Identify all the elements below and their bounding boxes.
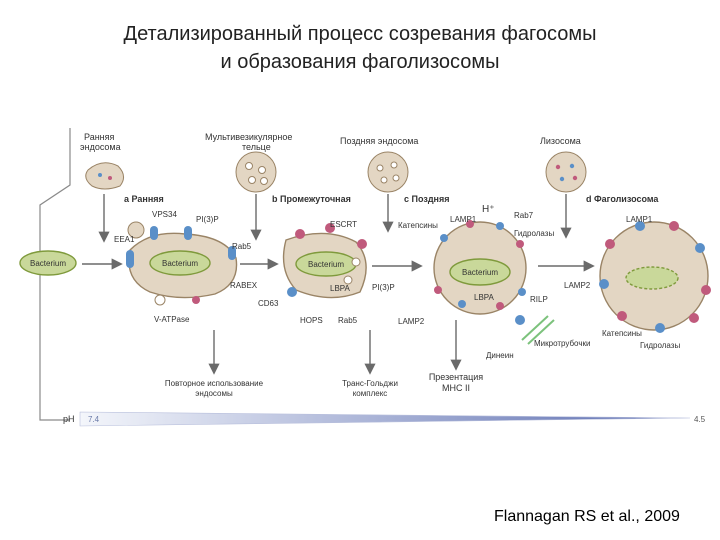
label-late-endosome: Поздняя эндосома — [340, 136, 418, 146]
stage-phagolysosome: d Фаголизосома — [586, 194, 659, 204]
label-pi3p-a: PI(3)P — [196, 215, 219, 224]
lysosome-vesicle — [545, 151, 587, 193]
slide-title-line-2: и образования фаголизосомы — [220, 51, 500, 73]
label-rab7: Rab7 — [514, 211, 534, 220]
label-lamp1-d: LAMP1 — [626, 215, 653, 224]
figure-frame — [39, 128, 71, 421]
ph-label: pH — [63, 414, 75, 424]
label-rilp: RILP — [530, 295, 548, 304]
free-bacterium-label: Bacterium — [30, 259, 66, 268]
stage-intermediate: b Промежуточная — [272, 194, 351, 204]
label-trans-golgi-1: Транс-Гольджи — [342, 379, 398, 388]
phagolysosome — [599, 221, 711, 333]
slide-title-line-1: Детализированный процесс созревания фаго… — [123, 23, 597, 45]
ph-start-value: 7.4 — [88, 415, 100, 424]
late-phagosome: Bacterium — [433, 220, 527, 325]
label-eea1: EEA1 — [114, 235, 135, 244]
label-presentation-2: MHC II — [442, 383, 470, 393]
label-hydrolases-d: Гидролазы — [640, 341, 680, 350]
label-lbpa-c: LBPA — [474, 293, 495, 302]
label-hops: HOPS — [300, 316, 323, 325]
label-early-endosome-2: эндосома — [80, 142, 121, 152]
label-dynein: Динеин — [486, 351, 514, 360]
label-presentation-1: Презентация — [429, 372, 483, 382]
free-bacterium: Bacterium — [19, 250, 77, 276]
label-mvb-2: тельце — [242, 142, 271, 152]
label-rabex: RABEX — [230, 281, 258, 290]
label-microtubules: Микротрубочки — [534, 339, 590, 348]
label-trans-golgi-2: комплекс — [353, 389, 388, 398]
label-rab5-a: Rab5 — [232, 242, 252, 251]
ph-end-value: 4.5 — [694, 415, 706, 424]
microtubule-1 — [521, 315, 549, 341]
early-phagosome: Bacterium — [126, 221, 238, 306]
label-vatpase: V-ATPase — [154, 315, 190, 324]
late-bacterium-label: Bacterium — [462, 268, 498, 277]
ph-gradient-bar — [79, 411, 691, 427]
slide-title: Детализированный процесс созревания фаго… — [0, 20, 720, 76]
label-early-endosome-1: Ранняя — [84, 132, 115, 142]
microtubule-2 — [527, 319, 555, 345]
label-vps34: VPS34 — [152, 210, 177, 219]
label-lamp2-d: LAMP2 — [564, 281, 591, 290]
label-lysosome: Лизосома — [540, 136, 581, 146]
label-pi3p-b: PI(3)P — [372, 283, 395, 292]
multivesicular-body — [235, 151, 277, 193]
citation: Flannagan RS et al., 2009 — [494, 508, 680, 525]
label-recycling-1: Повторное использование — [165, 379, 264, 388]
label-cathepsins-c: Катепсины — [398, 221, 438, 230]
stage-late: c Поздняя — [404, 194, 449, 204]
label-rab5-b: Rab5 — [338, 316, 358, 325]
label-lamp2-c: LAMP2 — [398, 317, 425, 326]
label-recycling-2: эндосомы — [195, 389, 233, 398]
label-mvb-1: Мультивезикулярное — [205, 132, 292, 142]
early-bacterium-label: Bacterium — [162, 259, 198, 268]
label-h-plus: H⁺ — [482, 204, 495, 215]
early-endosome-vesicle — [85, 162, 124, 190]
label-cd63: CD63 — [258, 299, 279, 308]
intermediate-bacterium-label: Bacterium — [308, 260, 344, 269]
label-lamp1-c: LAMP1 — [450, 215, 477, 224]
late-endosome-vesicle — [367, 151, 409, 193]
intermediate-phagosome: Bacterium — [282, 223, 367, 299]
label-escrt: ESCRT — [330, 220, 357, 229]
label-lbpa-b: LBPA — [330, 284, 351, 293]
stage-early: a Ранняя — [124, 194, 164, 204]
label-cathepsins-d: Катепсины — [602, 329, 642, 338]
label-hydrolases-c: Гидролазы — [514, 229, 554, 238]
